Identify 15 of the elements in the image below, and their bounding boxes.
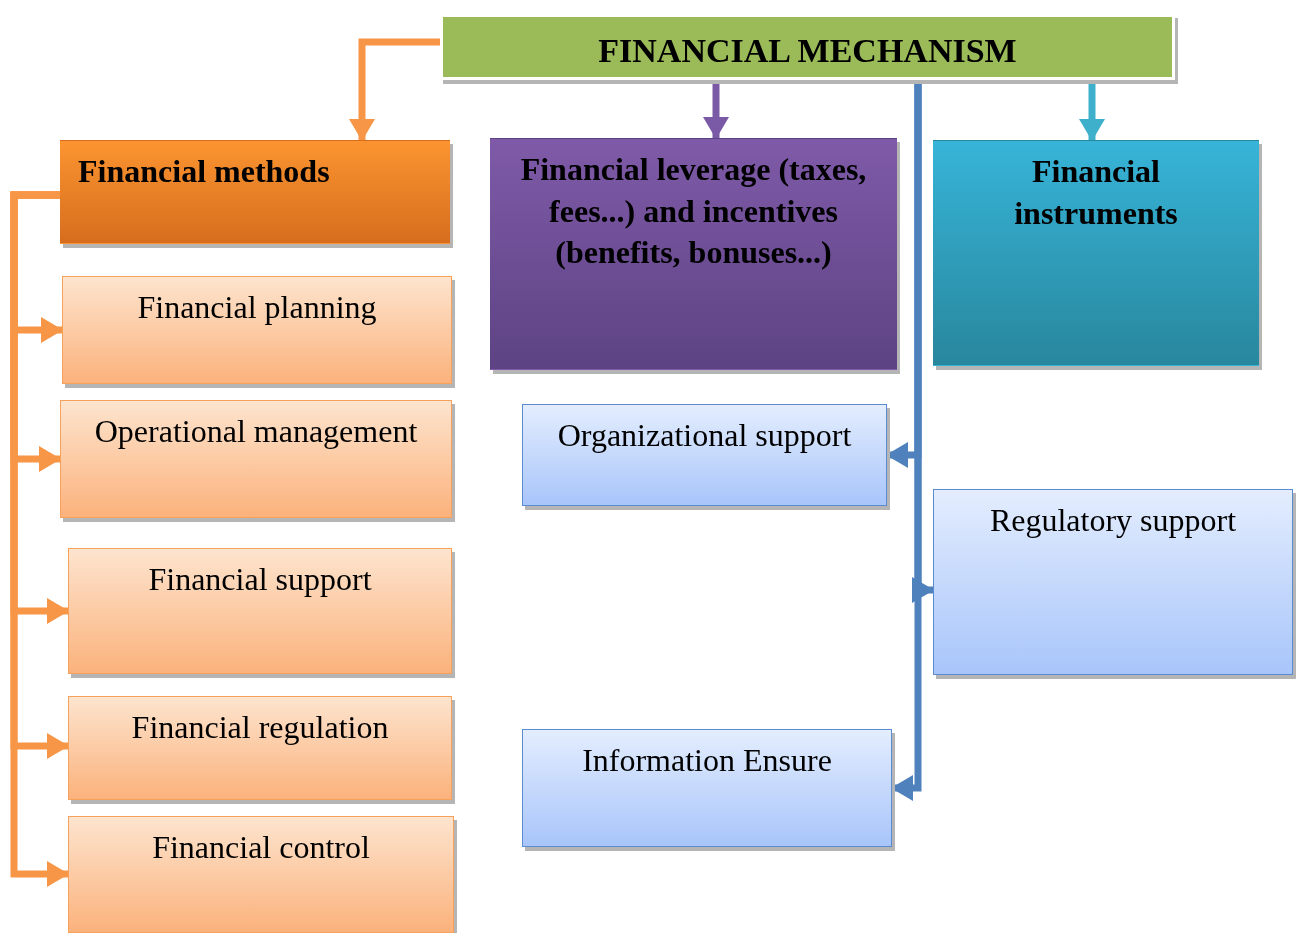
node-text: Financial support xyxy=(147,560,373,599)
node-text: Financial regulation xyxy=(130,708,390,747)
node-text: Financial methods xyxy=(77,152,331,191)
node-text: Operational management xyxy=(93,412,419,451)
node-text: Financial instruments xyxy=(1013,152,1179,233)
node-text: Organizational support xyxy=(556,416,853,455)
node-text: Regulatory support xyxy=(988,501,1238,540)
node-text: Financial control xyxy=(151,828,371,867)
node-text: Financial leverage (taxes, fees...) and incentives (benefits, bonuses...) xyxy=(519,150,868,273)
connector-arrow xyxy=(349,38,440,141)
node-text: Information Ensure xyxy=(581,741,833,780)
node-text: FINANCIAL MECHANISM xyxy=(597,31,1018,71)
connector-arrow xyxy=(10,191,69,887)
node-text: Financial planning xyxy=(136,288,378,327)
method-box xyxy=(68,816,454,933)
